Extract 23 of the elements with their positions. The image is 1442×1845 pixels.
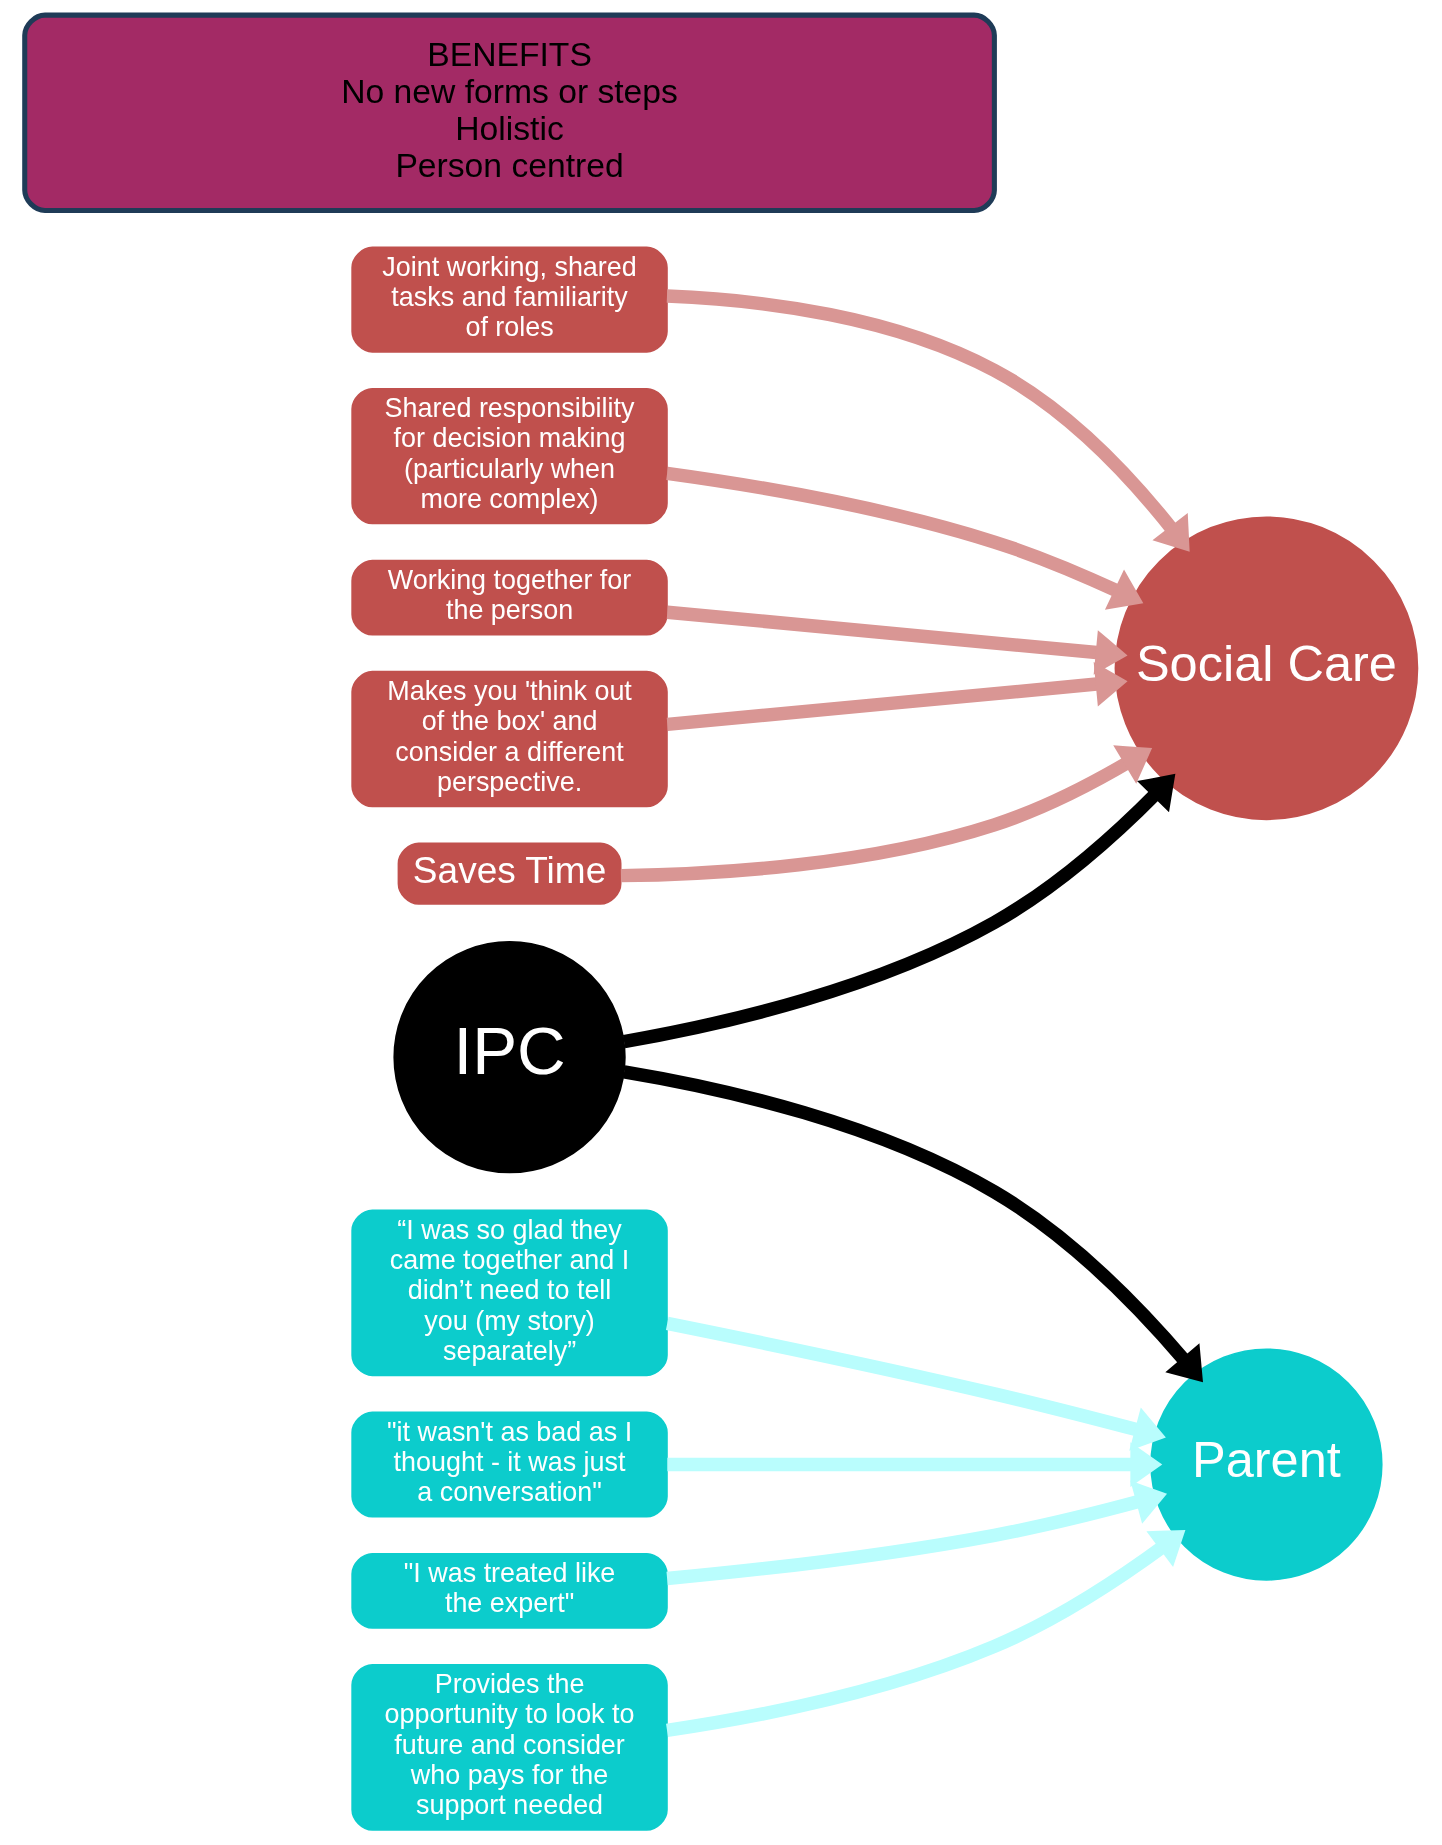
arrow bbox=[666, 466, 1144, 610]
arrow bbox=[666, 289, 1190, 552]
arrow bbox=[622, 773, 1176, 1049]
node-circle: Parent bbox=[1150, 1348, 1383, 1581]
node-box: BENEFITS No new forms or steps Holistic Person centred bbox=[22, 12, 997, 213]
arrow bbox=[666, 1480, 1168, 1586]
arrow bbox=[667, 1442, 1163, 1487]
node-box: “I was so glad they came together and I didn’t need to tell you (my story) separately” bbox=[351, 1209, 668, 1377]
node-box: Provides the opportunity to look to future and consider who pays for the support needed bbox=[351, 1664, 668, 1831]
node-box: "it wasn't as bad as I thought - it was just a conversation" bbox=[351, 1411, 668, 1518]
arrow bbox=[666, 661, 1128, 732]
arrow bbox=[666, 605, 1128, 675]
arrow bbox=[620, 745, 1153, 883]
arrow bbox=[665, 1316, 1166, 1451]
node-box: Makes you 'think out of the box' and consider a different perspective. bbox=[351, 670, 668, 808]
node-box: Working together for the person bbox=[351, 559, 668, 636]
node-circle: IPC bbox=[393, 941, 626, 1174]
node-box: "I was treated like the expert" bbox=[351, 1552, 668, 1629]
node-box: Shared responsibility for decision making (particularly when more complex) bbox=[351, 388, 668, 525]
arrow bbox=[666, 1530, 1186, 1737]
node-box: Joint working, shared tasks and familiarity of roles bbox=[351, 246, 668, 353]
arrow bbox=[623, 1065, 1203, 1383]
node-box: Saves Time bbox=[397, 842, 622, 905]
